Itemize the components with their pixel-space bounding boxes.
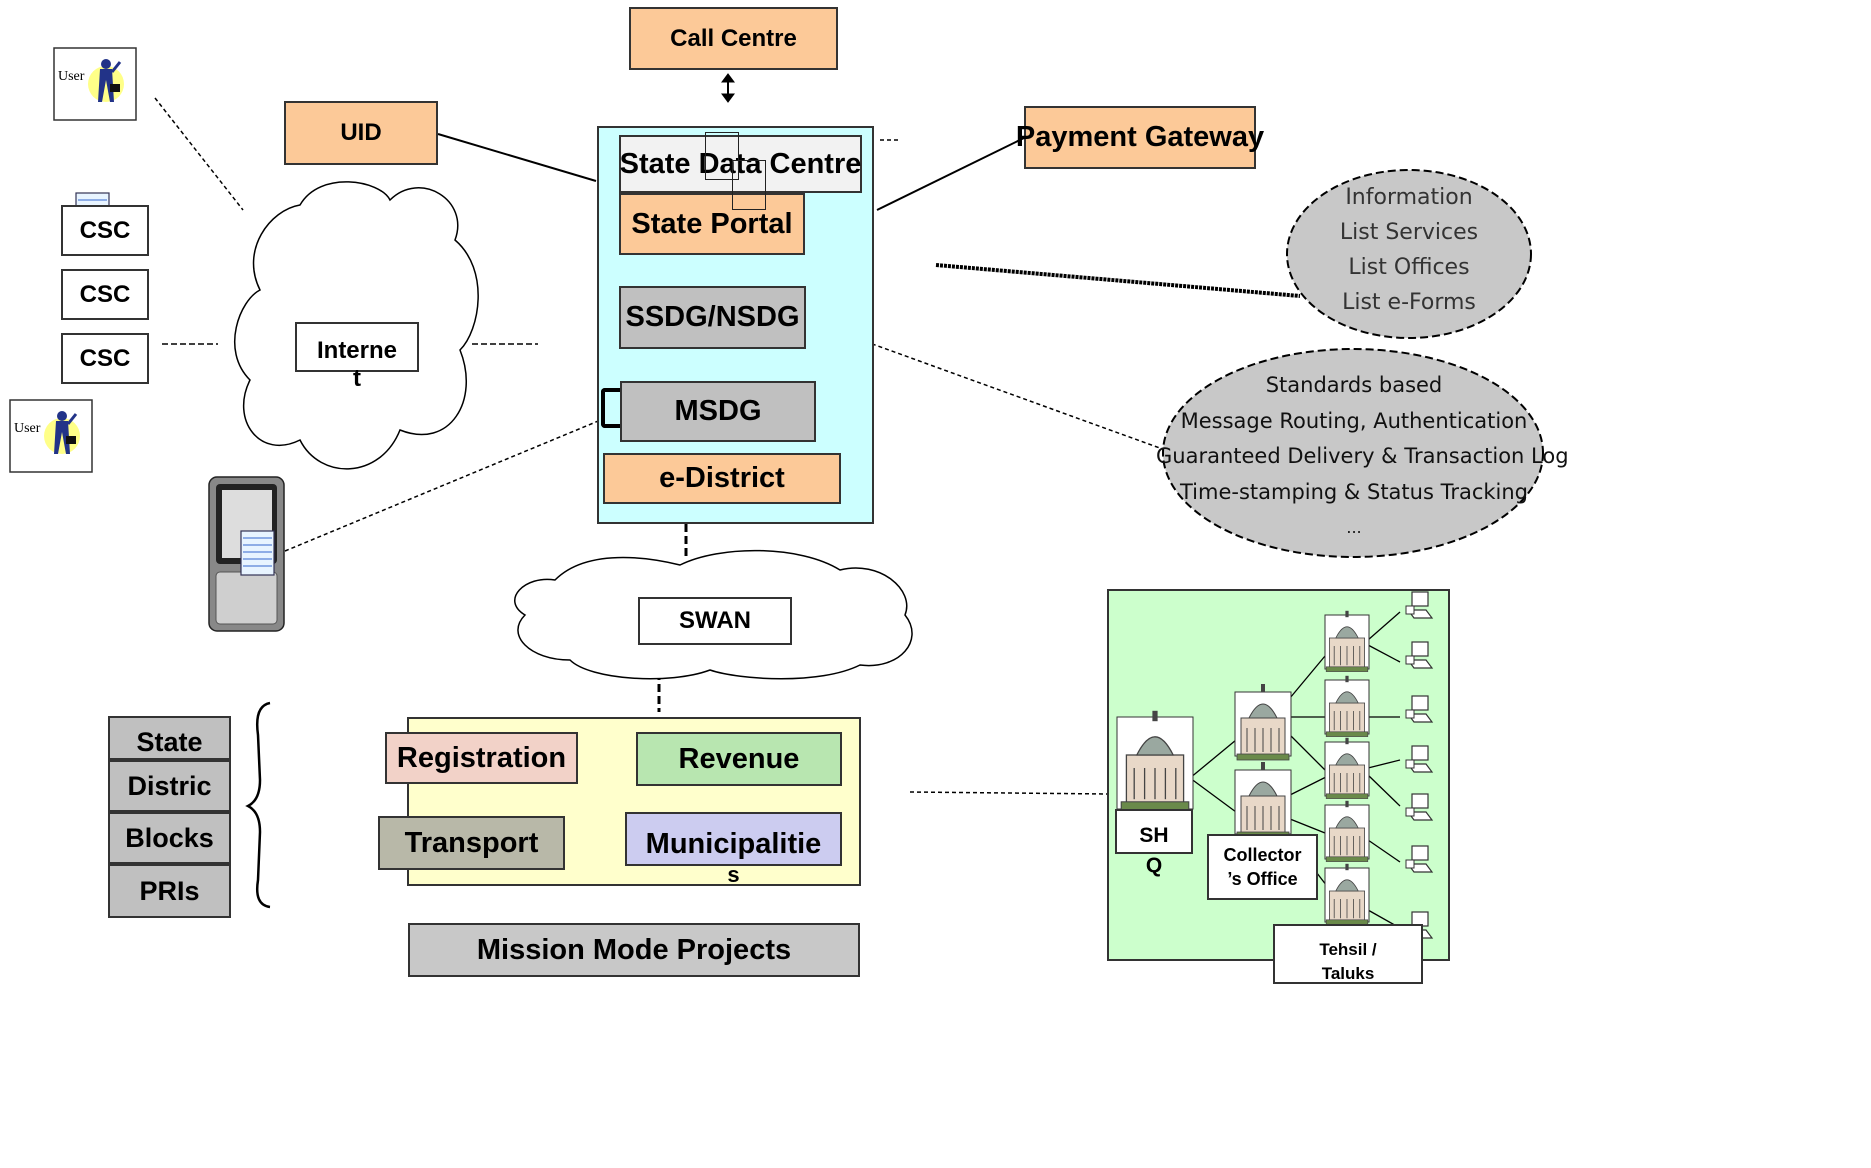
overlap-square-1 — [705, 132, 739, 180]
building-tehsil-4 — [1324, 800, 1370, 862]
level-state: State — [108, 716, 231, 760]
swan-box: SWAN — [638, 597, 792, 645]
info-item: List e-Forms — [1342, 290, 1476, 315]
user-label-top: User — [58, 69, 85, 84]
levels-stack: State Distric Blocks PRIs — [108, 716, 231, 918]
shq-label-line1: SH — [1139, 824, 1169, 847]
level-blocks: Blocks — [108, 812, 231, 864]
building-tehsil-5 — [1324, 863, 1370, 925]
levels-brace — [245, 701, 271, 909]
document-icon — [240, 530, 275, 576]
building-tehsil-1 — [1324, 610, 1370, 672]
tehsil-label-line1: Tehsil / — [1319, 940, 1377, 959]
revenue-box: Revenue — [636, 732, 842, 786]
user-icon-bottom — [9, 399, 93, 473]
e-district-box: e-District — [603, 453, 841, 504]
shq-label-box: SH Q — [1115, 809, 1193, 877]
csc-box: CSC — [61, 205, 149, 256]
standards-item: Guaranteed Delivery & Transaction Log — [1156, 444, 1569, 468]
building-collector-1 — [1234, 683, 1292, 761]
tehsil-label-line2: Taluks — [1321, 964, 1375, 983]
internet-label-line1: Interne — [316, 337, 397, 364]
building-collector-2 — [1234, 761, 1292, 839]
info-item: Information — [1345, 185, 1473, 210]
uid-box: UID — [284, 101, 438, 165]
overlap-square-2 — [732, 160, 766, 210]
user-icon-top — [53, 47, 137, 121]
msdg-box: MSDG — [620, 381, 816, 442]
csc-box: CSC — [61, 269, 149, 320]
state-data-centre-box: State Data Centre — [619, 135, 862, 193]
info-item: List Offices — [1348, 255, 1470, 280]
level-pris: PRIs — [108, 864, 231, 918]
standards-bubble-text: Standards based Message Routing, Authent… — [1156, 368, 1569, 546]
standards-item: Message Routing, Authentication — [1180, 408, 1528, 433]
internet-label-line2: t — [352, 365, 361, 392]
connectors — [154, 73, 1301, 795]
payment-gateway-box: Payment Gateway — [1016, 106, 1264, 169]
standards-bubble — [1162, 348, 1544, 558]
building-tehsil-2 — [1324, 675, 1370, 737]
info-bubble-text: Information List Services List Offices L… — [1300, 180, 1518, 320]
mission-mode-projects-box: Mission Mode Projects — [408, 923, 860, 977]
tehsil-label-box: Tehsil / Taluks — [1273, 924, 1423, 984]
municipalities-label-line2: s — [727, 862, 740, 887]
msdg-bracket — [601, 388, 621, 428]
standards-item: Time-stamping & Status Tracking — [1179, 479, 1529, 504]
transport-box: Transport — [378, 816, 565, 870]
info-bubble — [1286, 169, 1532, 339]
info-item: List Services — [1339, 220, 1479, 245]
registration-box: Registration — [385, 732, 578, 784]
municipalities-label-line1: Municipalitie — [645, 828, 822, 860]
ssdg-nsdg-box: SSDG/NSDG — [619, 286, 806, 349]
csc-box: CSC — [61, 333, 149, 384]
call-centre-box: Call Centre — [629, 7, 838, 70]
municipalities-box: Municipalitie s — [625, 812, 842, 886]
collector-label-line1: Collector — [1223, 845, 1302, 865]
collector-label-line2: ’s Office — [1227, 869, 1298, 889]
standards-item: Standards based — [1265, 373, 1443, 397]
collector-office-label-box: Collector ’s Office — [1207, 834, 1318, 900]
level-district: Distric — [108, 760, 231, 812]
shq-label-line2: Q — [1145, 854, 1163, 877]
standards-item: ... — [1346, 518, 1362, 537]
building-tehsil-3 — [1324, 737, 1370, 799]
state-portal-box: State Portal — [619, 193, 805, 255]
user-label-bottom: User — [14, 421, 41, 436]
building-shq — [1116, 710, 1194, 811]
internet-box: Interne t — [295, 322, 419, 392]
